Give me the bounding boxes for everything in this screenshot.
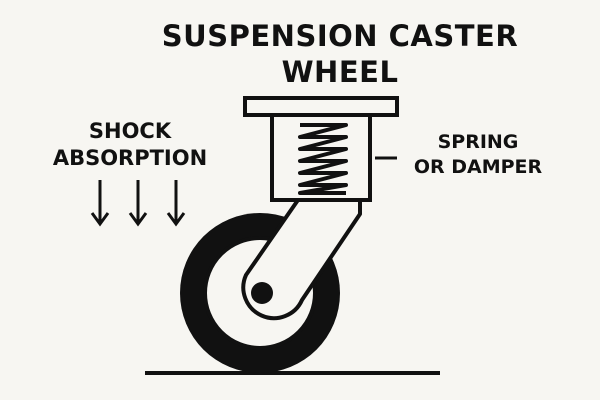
shock-absorption-label: SHOCK ABSORPTION xyxy=(30,118,230,172)
spring-label-line-1: SPRING xyxy=(437,131,519,153)
down-arrow-icon xyxy=(90,180,110,227)
title-line-2: WHEEL xyxy=(281,55,399,89)
axle xyxy=(251,282,273,304)
spring-coil xyxy=(298,123,348,195)
shock-label-line-1: SHOCK xyxy=(88,119,172,143)
spring-damper-label: SPRING OR DAMPER xyxy=(398,130,558,180)
fork-arm xyxy=(241,198,362,321)
title-line-1: SUSPENSION CASTER xyxy=(161,19,519,53)
down-arrow-icon xyxy=(128,180,148,227)
spring-label-line-2: OR DAMPER xyxy=(413,156,543,178)
down-arrow-icon xyxy=(166,180,186,227)
shock-arrows xyxy=(90,180,186,227)
mounting-plate xyxy=(243,96,399,117)
shock-label-line-2: ABSORPTION xyxy=(52,146,208,170)
diagram-title: SUSPENSION CASTER WHEEL xyxy=(140,18,540,90)
